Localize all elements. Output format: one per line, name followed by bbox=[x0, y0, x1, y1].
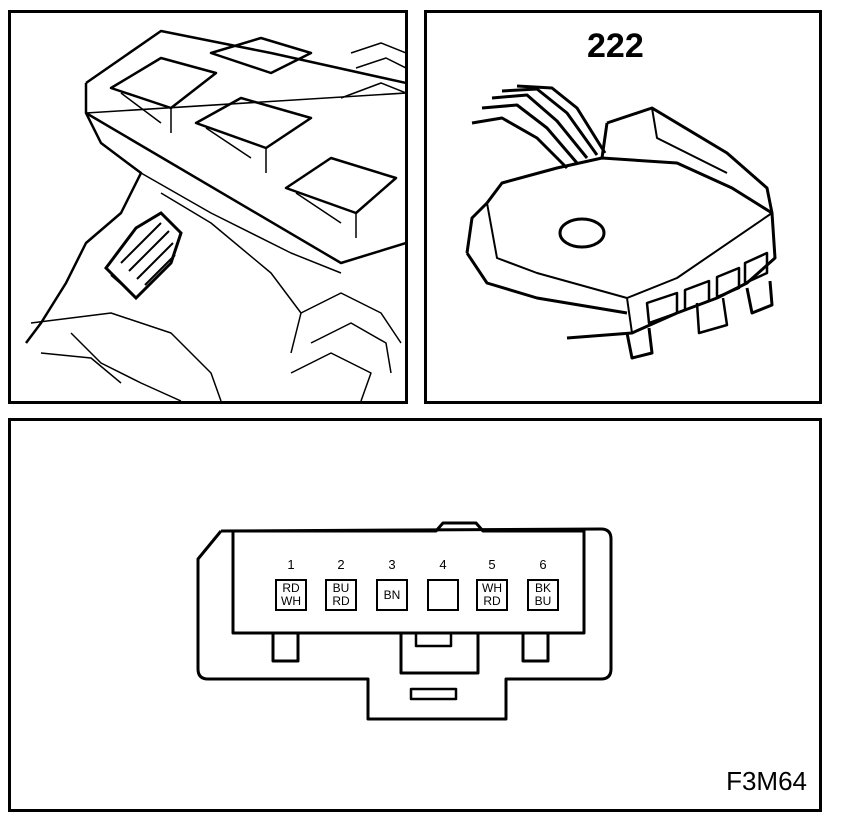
pin-number: 2 bbox=[337, 557, 345, 572]
pin-number: 1 bbox=[287, 557, 295, 572]
hvac-unit-drawing bbox=[25, 29, 405, 401]
pin-number: 5 bbox=[488, 557, 496, 572]
connector-id-label: 222 bbox=[587, 27, 644, 65]
connector-illustration-panel: 222 bbox=[424, 10, 822, 404]
figure-code-label: F3M64 bbox=[726, 766, 807, 796]
pin-number: 4 bbox=[439, 557, 447, 572]
pin-cavity-empty bbox=[427, 579, 459, 611]
pin-cavity: BN bbox=[376, 579, 408, 611]
pin-number: 3 bbox=[388, 557, 396, 572]
connector-face-outline bbox=[196, 521, 613, 721]
location-illustration-panel bbox=[8, 10, 408, 404]
connector-perspective-drawing bbox=[465, 84, 777, 360]
pin-number: 6 bbox=[539, 557, 547, 572]
